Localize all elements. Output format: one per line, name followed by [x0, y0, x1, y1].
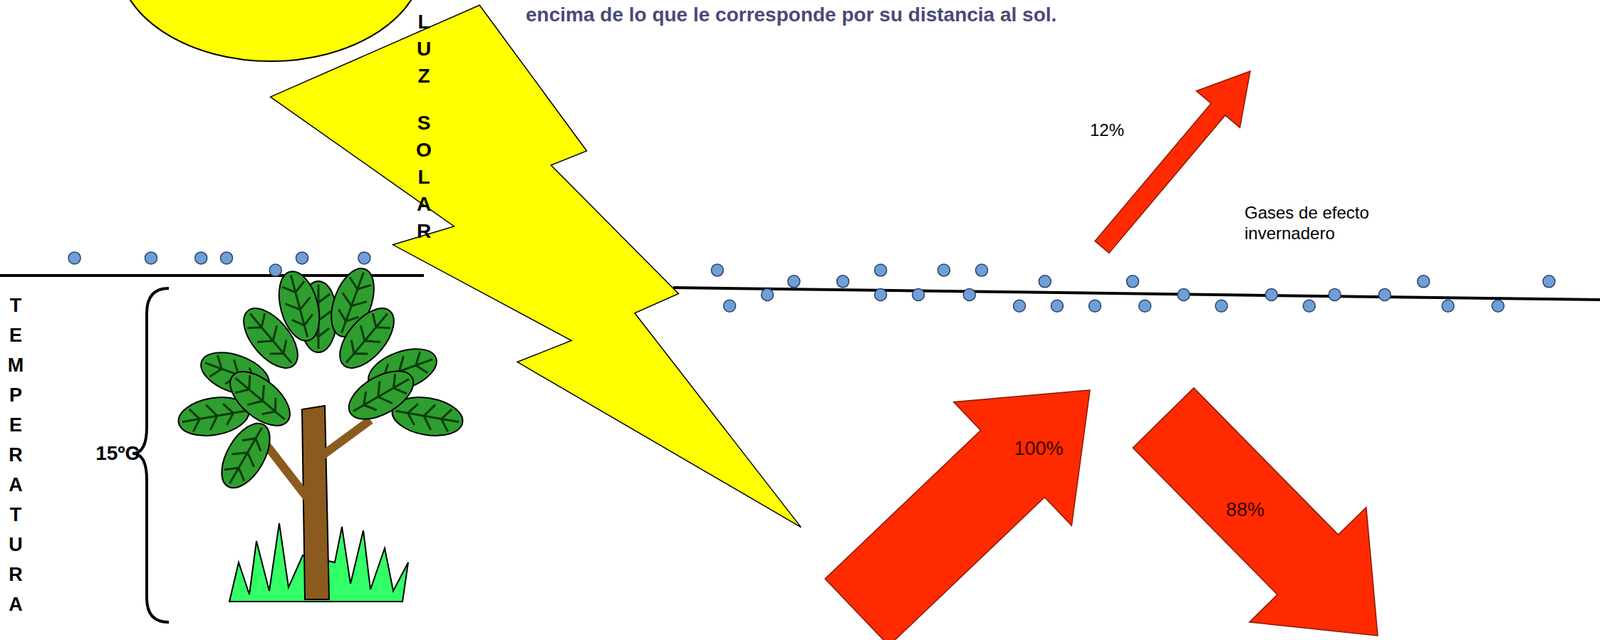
gas-molecule: [269, 264, 282, 277]
atmosphere-line: [673, 287, 1600, 300]
leaf-vein: [227, 368, 293, 429]
heading-note: encima de lo que le corresponde por su d…: [525, 2, 1057, 28]
percent-label: 12%: [1089, 120, 1125, 142]
gas-molecule: [1491, 299, 1504, 313]
letter: R: [6, 440, 26, 471]
leaf-vein: [180, 398, 248, 435]
temperature-label: TEMPERATURA: [6, 290, 26, 620]
letter: A: [6, 589, 26, 620]
gas-molecule: [1215, 299, 1228, 313]
gas-molecule: [1038, 275, 1051, 288]
gas-molecule: [1265, 288, 1278, 301]
letter: L: [413, 163, 434, 191]
gas-molecule: [937, 264, 950, 277]
letter: U: [413, 35, 434, 63]
radiation-arrow: [824, 390, 1090, 640]
gas-molecule: [1088, 299, 1101, 313]
gas-molecule: [1417, 275, 1430, 288]
gas-molecule: [761, 288, 774, 301]
gas-molecule: [963, 288, 976, 301]
gas-molecule: [837, 275, 850, 288]
gas-molecule: [220, 252, 233, 265]
lightning-bolt: [270, 4, 802, 528]
sunlight-bolt-group: [270, 4, 802, 528]
gas-molecule: [1302, 299, 1316, 313]
percent-label: 88%: [1226, 498, 1265, 522]
gas-molecule: [1543, 275, 1556, 288]
gas-molecule: [1378, 288, 1391, 301]
branch: [321, 420, 371, 456]
letter: T: [6, 290, 26, 321]
gas-molecule: [1139, 299, 1152, 313]
radiation-arrow: [1132, 388, 1378, 637]
gas-molecule: [1126, 275, 1139, 288]
leaf: [341, 361, 422, 429]
letter: R: [6, 559, 26, 590]
letter: L: [413, 8, 434, 36]
gas-molecule: [723, 299, 736, 313]
gas-molecule: [975, 264, 988, 277]
letter: S: [413, 109, 434, 137]
gas-molecule: [144, 252, 157, 265]
letter: A: [413, 190, 434, 218]
radiation-arrows: [824, 71, 1378, 640]
gas-label: Gases de efecto invernadero: [1244, 203, 1430, 245]
foliage: [175, 262, 466, 496]
tree: [175, 262, 466, 602]
letter: A: [6, 470, 26, 501]
radiation-arrow: [1094, 71, 1251, 253]
leaf-vein: [346, 368, 416, 423]
gas-molecule: [874, 264, 887, 277]
letter: T: [6, 500, 26, 531]
letter: M: [6, 350, 26, 381]
letter: U: [6, 530, 26, 560]
light-label: LUZ SOLAR: [413, 8, 434, 246]
temperature-value: 15ºC: [95, 441, 140, 466]
gas-molecule: [874, 288, 887, 301]
branch: [263, 441, 308, 499]
gas-molecule: [1050, 299, 1063, 313]
trunk: [302, 406, 330, 600]
letter: R: [413, 217, 434, 246]
gas-molecule: [912, 288, 925, 301]
leaf-vein: [218, 421, 273, 491]
leaf: [211, 416, 280, 497]
leaf-vein: [393, 398, 462, 435]
gas-molecule: [710, 264, 724, 277]
leaf-blade: [341, 361, 422, 429]
gas-molecule: [68, 252, 81, 265]
gas-molecule: [1177, 288, 1190, 301]
gas-molecule: [358, 252, 371, 265]
letter: Z: [413, 62, 434, 90]
letter: E: [6, 410, 26, 441]
letter: E: [6, 320, 26, 351]
gas-molecule: [295, 252, 308, 265]
gas-molecule: [1013, 299, 1026, 313]
letter: [413, 89, 434, 110]
percent-label: 100%: [1013, 437, 1063, 461]
letter: O: [413, 136, 434, 164]
gas-molecule: [787, 275, 800, 288]
leaf-blade: [211, 416, 280, 497]
letter: P: [6, 380, 26, 411]
gas-molecule: [195, 252, 208, 265]
gas-molecule: [1328, 288, 1341, 301]
gas-molecule: [1441, 299, 1454, 313]
